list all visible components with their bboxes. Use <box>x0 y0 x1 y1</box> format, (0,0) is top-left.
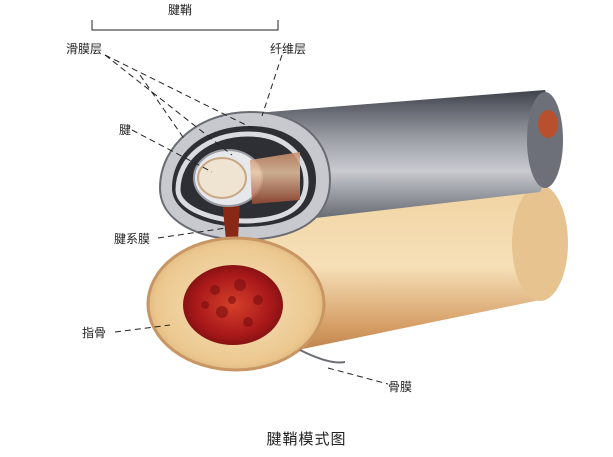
leader-synovial-2 <box>104 54 253 129</box>
phalanx-end <box>512 185 568 301</box>
label-phalanx: 指骨 <box>82 326 107 340</box>
tendon-cross-section <box>197 157 247 199</box>
label-mesotendon: 腱系膜 <box>114 232 151 246</box>
sheath-end <box>527 92 563 188</box>
periosteum-edge <box>299 349 346 364</box>
label-tendon: 腱 <box>119 123 132 137</box>
leader-mesotendon <box>157 227 227 239</box>
tendon-body-in-sheath <box>250 152 300 204</box>
leader-synovial-3 <box>139 74 186 141</box>
label-fibrous-layer: 纤维层 <box>270 42 307 56</box>
label-tendon-sheath: 腱鞘 <box>168 3 193 17</box>
diagram-caption: 腱鞘模式图 <box>266 430 347 448</box>
marrow-cavity <box>183 265 283 345</box>
marrow-texture <box>201 279 263 327</box>
tendon-end <box>538 110 558 138</box>
mesotendon-shape <box>222 200 240 248</box>
tendon-sheath-bracket <box>91 20 279 31</box>
label-periosteum: 骨膜 <box>388 380 413 394</box>
synovial-lining <box>175 131 309 224</box>
leader-periosteum <box>327 367 389 385</box>
leader-fibrous <box>261 54 283 117</box>
leader-lines <box>104 54 389 385</box>
label-synovial-layer: 滑膜层 <box>66 42 103 56</box>
leader-synovial-1 <box>104 54 233 156</box>
leader-tendon <box>131 129 213 173</box>
